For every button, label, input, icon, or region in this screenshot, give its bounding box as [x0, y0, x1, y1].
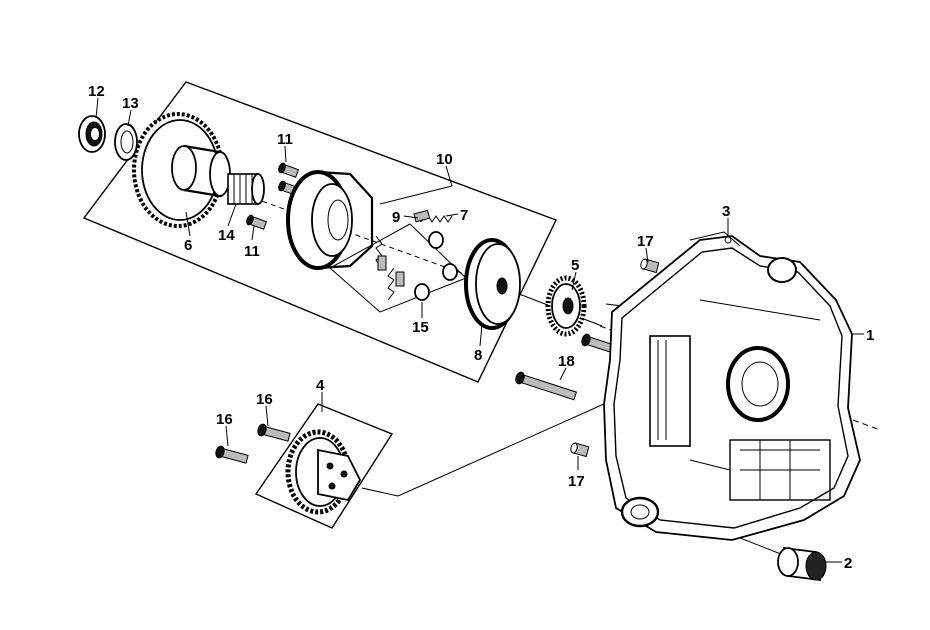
needle-bearing-part-14	[227, 173, 265, 205]
callout-9: 9	[392, 209, 400, 226]
callout-17-top: 17	[637, 233, 654, 250]
callout-6: 6	[184, 237, 192, 254]
starter-clutch-outer-part-10	[286, 170, 374, 270]
callout-7: 7	[460, 207, 468, 224]
oil-pump-part-4	[285, 429, 362, 515]
crankcase-part-1	[603, 235, 861, 541]
bolts-part-11	[246, 162, 300, 230]
washer-part-13	[114, 123, 138, 161]
plate-part-8	[464, 238, 521, 330]
callout-11-top: 11	[277, 131, 293, 148]
callout-2: 2	[844, 555, 852, 572]
callout-1: 1	[866, 327, 874, 344]
rollers-part-15	[414, 231, 458, 301]
dowel-pins-part-17	[570, 258, 660, 458]
callout-5: 5	[571, 257, 579, 274]
gasket-part-3	[689, 231, 741, 247]
screws-part-16	[215, 423, 291, 464]
spring-plunger-parts-7-9	[375, 209, 453, 301]
callout-3: 3	[722, 203, 730, 220]
idler-gear-part-5	[545, 275, 587, 337]
callout-16-right: 16	[256, 391, 273, 408]
assembly-frame-10	[82, 81, 557, 383]
callout-18: 18	[558, 353, 575, 370]
callout-12: 12	[88, 83, 105, 100]
callout-10: 10	[436, 151, 453, 168]
oil-seal-part-12	[78, 115, 106, 153]
callout-4: 4	[316, 377, 325, 394]
callout-17-bottom: 17	[568, 473, 585, 490]
callout-14: 14	[218, 227, 235, 244]
callout-13: 13	[122, 95, 139, 112]
callout-15: 15	[412, 319, 429, 336]
callout-leaders	[95, 97, 864, 563]
callout-11-bottom: 11	[244, 243, 260, 260]
callout-16-left: 16	[216, 411, 233, 428]
starter-driven-gear-part-6	[132, 112, 231, 228]
callout-8: 8	[474, 347, 482, 364]
assembly-frame-4	[254, 403, 394, 529]
callout-labels: 12 13 11 10 9 7 6 14 11 15 8 5 3 17 1 18…	[88, 83, 874, 572]
bushing-part-2	[777, 546, 827, 582]
